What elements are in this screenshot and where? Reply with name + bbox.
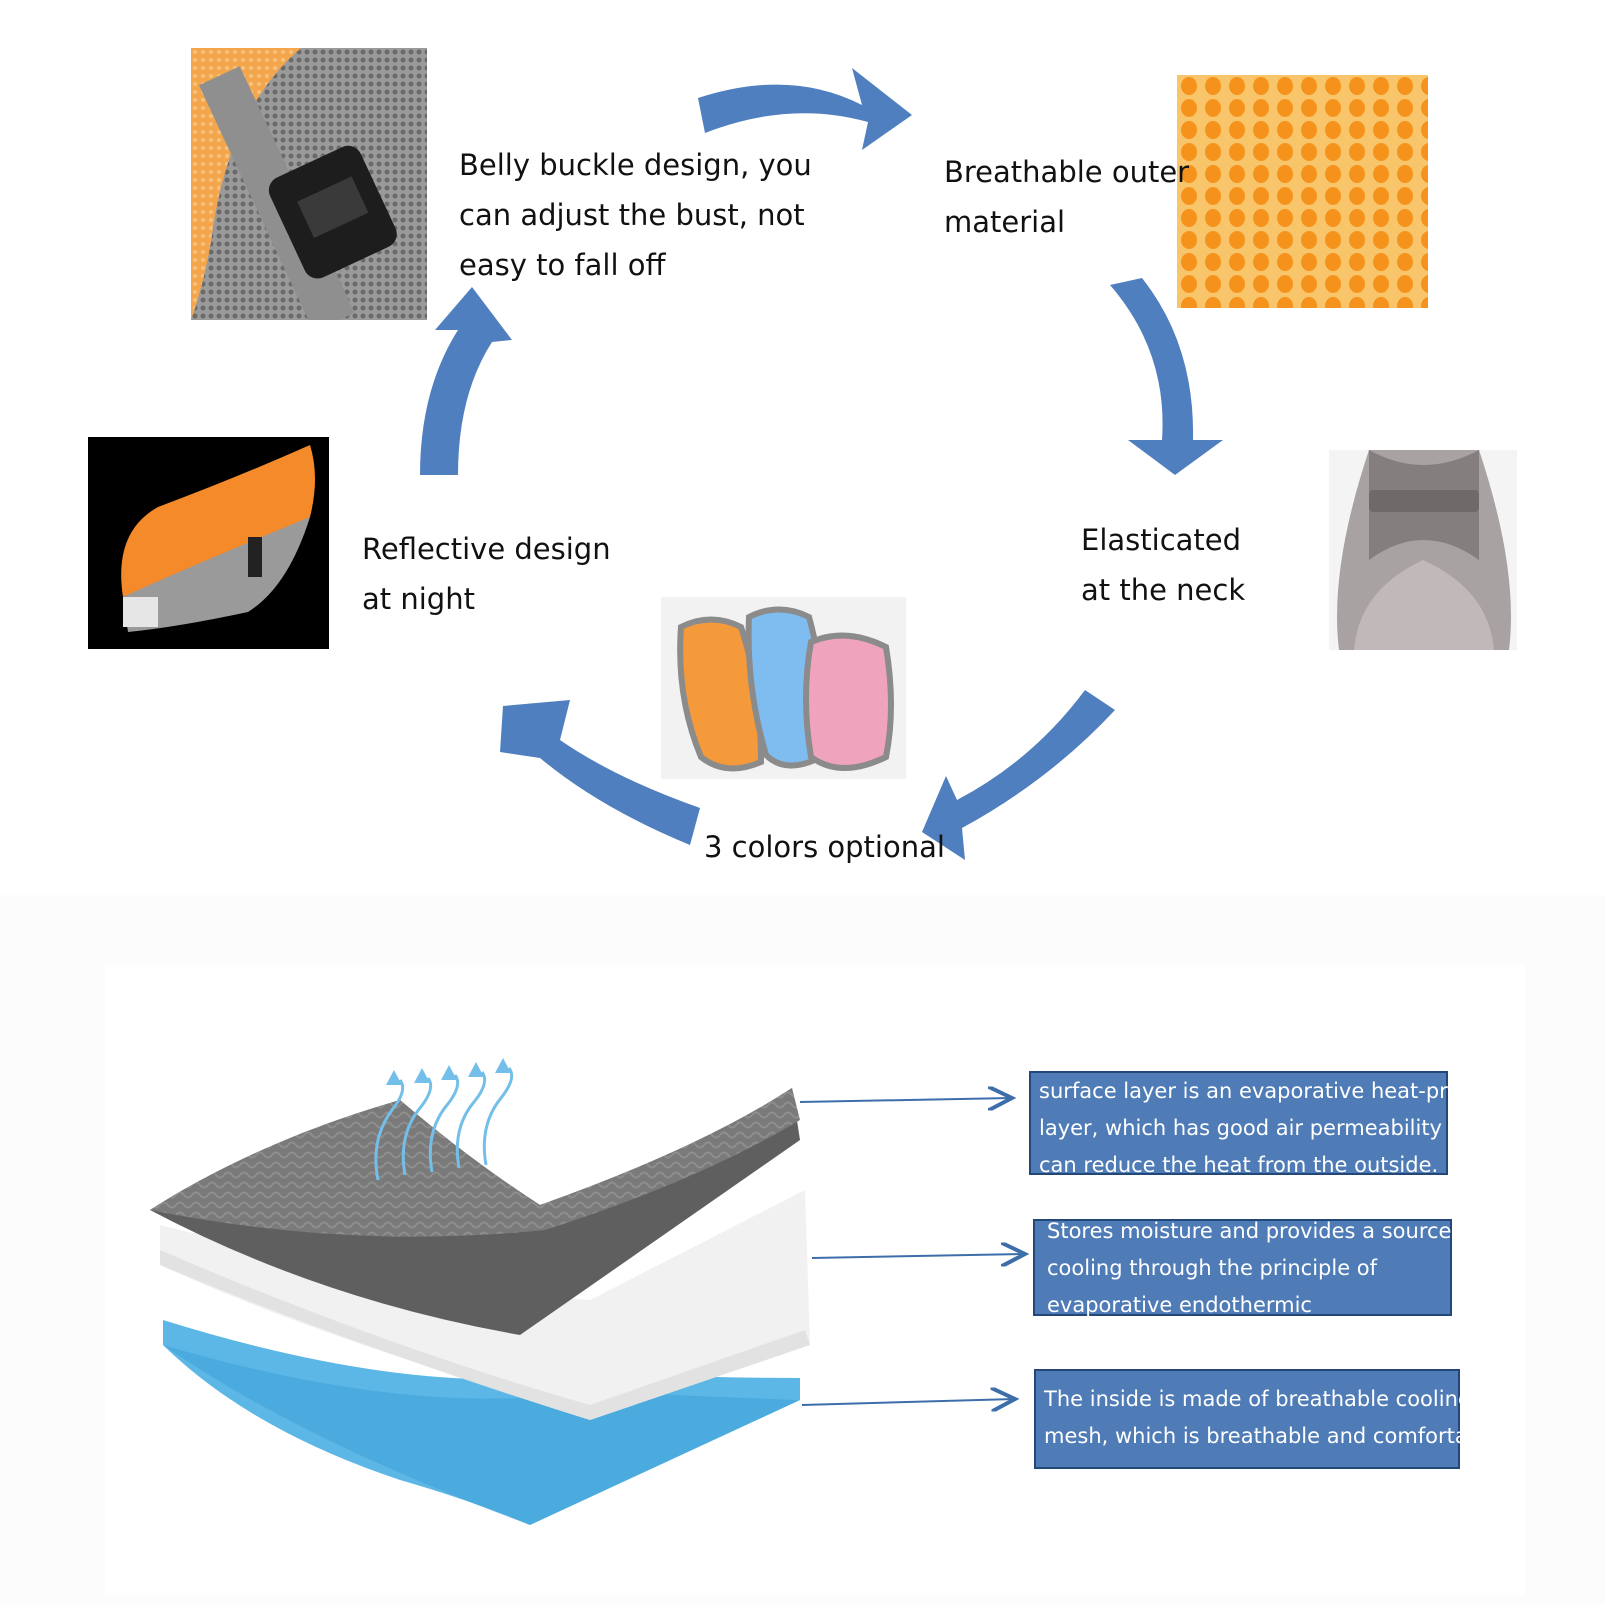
arrow-bottom-left [500, 700, 700, 845]
buckle-photo [191, 48, 427, 320]
breathable-label: Breathable outer material [944, 155, 1190, 239]
belly-buckle-label: Belly buckle design, you can adjust the … [459, 148, 812, 282]
arrow-left [420, 287, 512, 475]
surface-connector-arrow [799, 1098, 1012, 1102]
middle-layer-callout: Stores moisture and provides a source of… [1033, 1219, 1478, 1317]
cycle-arrows [420, 68, 1223, 860]
orange-mesh-photo [1177, 75, 1428, 308]
arrow-top [698, 68, 912, 150]
surface-layer-callout: surface layer is an evaporative heat-pro… [1029, 1071, 1488, 1177]
reflective-vest-photo [88, 437, 329, 649]
inner-connector-arrow [801, 1399, 1015, 1405]
arrow-right [1110, 278, 1223, 475]
elasticated-label: Elasticated at the neck [1081, 523, 1246, 607]
arrow-bottom-right [922, 690, 1115, 860]
neck-elastic-photo [1329, 450, 1517, 650]
three-vests-photo [661, 597, 906, 779]
colors-label: 3 colors optional [704, 830, 945, 864]
reflective-label: Reflective design at night [362, 532, 611, 616]
inner-layer-callout: The inside is made of breathable cooling… [1034, 1369, 1500, 1469]
heat-escape-arrows [374, 1067, 514, 1181]
middle-connector-arrow [811, 1254, 1025, 1258]
